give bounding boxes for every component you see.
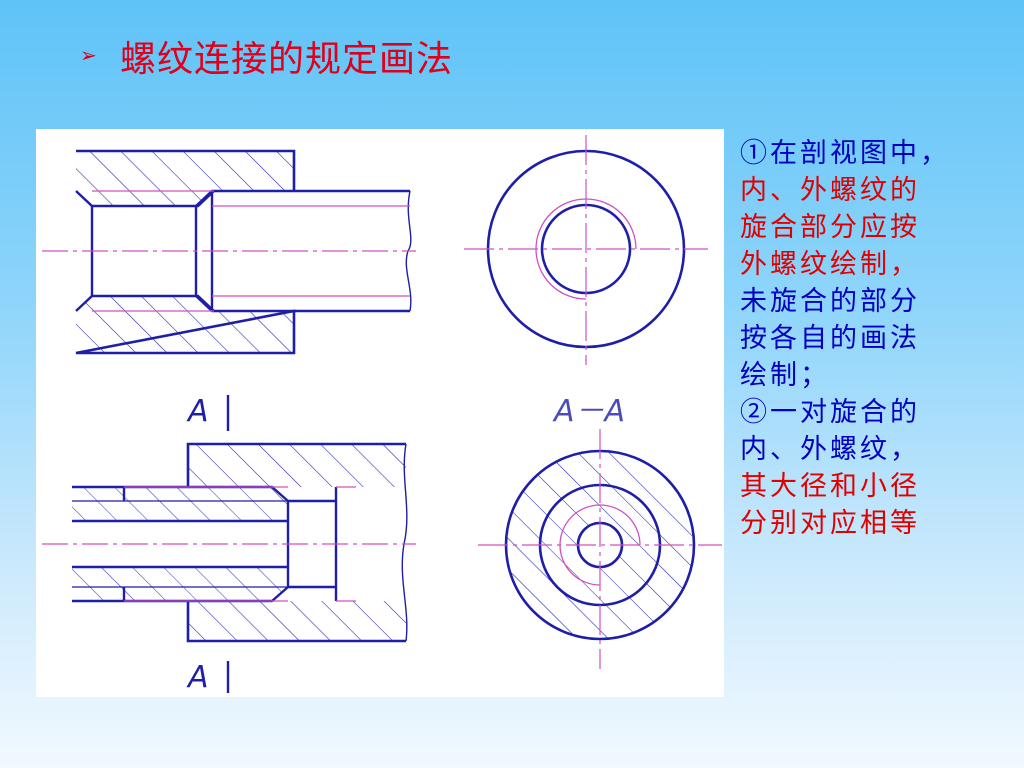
note-line: 内、外螺纹的 (740, 175, 920, 206)
note-line: 内、外螺纹， (740, 434, 920, 465)
upper-part-hatch-bottom (76, 296, 294, 353)
upper-bore-outline (75, 190, 215, 312)
section-view-label: A－A (552, 394, 625, 429)
section-marker-bottom: A (186, 660, 209, 695)
note-line: 绘制； (740, 360, 830, 391)
lower-part-hatch-bottom (188, 601, 406, 641)
section-marker-top: A (186, 394, 209, 429)
note-line: 其大径和小径 (740, 471, 920, 502)
slide-title: 螺纹连接的规定画法 (120, 39, 454, 80)
lower-right-section-view (478, 429, 722, 669)
note-line: ①在剖视图中， (740, 138, 950, 169)
lower-part-hatch-top (188, 444, 406, 487)
rod-hatch-bottom (72, 567, 288, 601)
rod-hatch-top (72, 487, 288, 521)
upper-part-outline (75, 149, 296, 355)
lower-left-view (42, 442, 416, 643)
note-line: 未旋合的部分 (740, 286, 920, 317)
note-line: 分别对应相等 (740, 508, 920, 539)
upper-left-view (42, 149, 416, 355)
upper-right-end-view (464, 135, 708, 365)
note-line: 外螺纹绘制， (740, 249, 920, 280)
note-line: ②一对旋合的 (740, 397, 920, 428)
thread-drawing: A A A－A (42, 135, 722, 695)
upper-part-hatch-top (76, 151, 294, 206)
note-line: 按各自的画法 (740, 323, 920, 354)
explanation-notes: ①在剖视图中， 内、外螺纹的旋合部分应按外螺纹绘制， 未旋合的部分按各自的画法绘制；… (740, 135, 980, 542)
lower-part-outline (186, 442, 406, 643)
bullet-arrow-icon: ➢ (80, 43, 97, 67)
note-line: 旋合部分应按 (740, 212, 920, 243)
thread-drawing-panel: A A A－A (36, 129, 724, 697)
